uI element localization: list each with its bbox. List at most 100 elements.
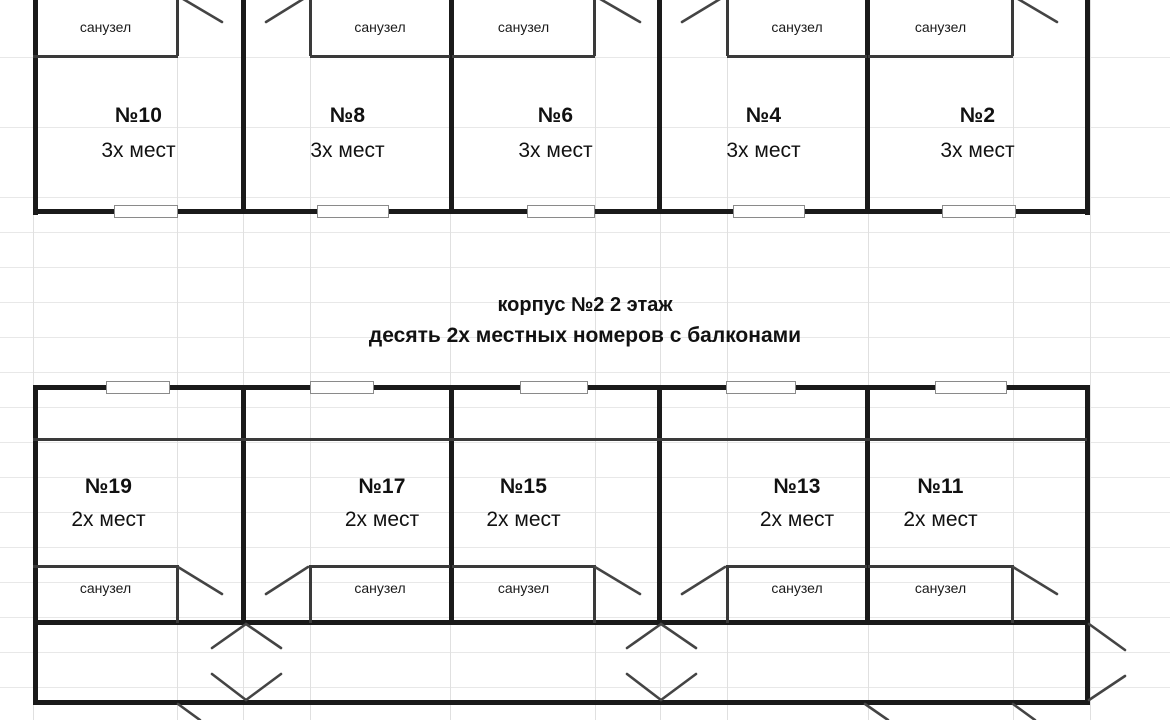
wc-partition-v-13 — [726, 565, 729, 623]
corridor-door-c1 — [1087, 622, 1127, 652]
lower-entry-1 — [176, 702, 202, 720]
grid-col-line-10 — [1090, 0, 1091, 720]
room-beds-13: 2х мест — [759, 508, 835, 531]
wall-right-outer-lower — [1085, 385, 1090, 625]
grid-row-line-15 — [0, 652, 1170, 653]
grid-col-line-2 — [243, 0, 244, 720]
room-beds-6: 3х мест — [518, 139, 593, 162]
wc-label-13: санузел — [771, 580, 823, 596]
wc-label-2: санузел — [914, 19, 967, 35]
grid-col-line-9 — [1013, 0, 1014, 720]
wall-left-outer-lower — [33, 385, 38, 625]
wall-divider-4 — [865, 0, 870, 212]
wc-label-15: санузел — [497, 580, 550, 596]
wall-divider-1 — [241, 0, 246, 212]
wall-divider-lower-2 — [449, 385, 454, 625]
grid-row-line-7 — [0, 372, 1170, 373]
wc-label-17: санузел — [354, 580, 406, 596]
door-swing-11 — [1011, 565, 1059, 596]
wall-divider-lower-3 — [657, 385, 662, 625]
wc-partition-h-11 — [868, 565, 1013, 568]
wc-partition-v-6 — [593, 0, 596, 56]
wc-partition-h-13 — [727, 565, 867, 568]
corridor-door-a2 — [244, 622, 283, 650]
grid-col-line-0 — [33, 0, 34, 720]
grid-col-line-7 — [727, 0, 728, 720]
grid-col-line-4 — [450, 0, 451, 720]
wall-right-outer — [1085, 0, 1090, 215]
room-number-15: №15 — [499, 475, 548, 498]
room-beds-17: 2х мест — [344, 508, 420, 531]
door-swing-4 — [680, 0, 721, 24]
wc-partition-v-4 — [726, 0, 729, 56]
wc-label-19: санузел — [79, 580, 132, 596]
wc-partition-v-10 — [176, 0, 179, 56]
wc-partition-h-8 — [310, 55, 450, 58]
wc-label-8: санузел — [354, 19, 406, 35]
door-swing-2 — [1017, 0, 1059, 24]
room-beds-2: 3х мест — [940, 139, 1015, 162]
grid-row-line-2 — [0, 197, 1170, 198]
room-number-6: №6 — [537, 104, 574, 127]
room-number-2: №2 — [959, 104, 996, 127]
grid-col-line-1 — [177, 0, 178, 720]
wc-partition-h-2 — [868, 55, 1013, 58]
window-11 — [935, 381, 1007, 394]
room-beds-4: 3х мест — [726, 139, 801, 162]
wc-label-6: санузел — [497, 19, 550, 35]
wc-partition-h-19 — [33, 565, 178, 568]
grid-row-line-12 — [0, 547, 1170, 548]
grid-row-line-5 — [0, 302, 1170, 303]
wall-corridor-right — [1085, 620, 1090, 705]
window-19 — [106, 381, 170, 394]
corridor-door-b1 — [625, 622, 663, 650]
room-number-17: №17 — [358, 475, 406, 498]
door-swing-10 — [182, 0, 224, 24]
room-beds-11: 2х мест — [903, 508, 978, 531]
balcony-partition — [33, 438, 1087, 441]
window-17 — [310, 381, 374, 394]
grid-row-line-16 — [0, 687, 1170, 688]
room-number-4: №4 — [745, 104, 782, 127]
wall-divider-lower-1 — [241, 385, 246, 625]
wc-partition-h-10 — [33, 55, 178, 58]
wc-partition-v-15 — [593, 565, 596, 623]
grid-row-line-9 — [0, 442, 1170, 443]
grid-col-line-6 — [660, 0, 661, 720]
grid-row-line-4 — [0, 267, 1170, 268]
room-number-10: №10 — [114, 104, 163, 127]
door-swing-13 — [680, 565, 727, 596]
wc-partition-h-4 — [727, 55, 867, 58]
wc-label-10: санузел — [79, 19, 132, 35]
grid-row-line-13 — [0, 582, 1170, 583]
window-13 — [726, 381, 796, 394]
window-2 — [942, 205, 1016, 218]
window-8 — [317, 205, 389, 218]
grid-row-line-11 — [0, 512, 1170, 513]
room-number-11: №11 — [917, 475, 964, 498]
wall-corridor-left — [33, 620, 38, 705]
grid-row-line-3 — [0, 232, 1170, 233]
window-4 — [733, 205, 805, 218]
room-beds-8: 3х мест — [310, 139, 385, 162]
corridor-door-d2 — [244, 672, 283, 702]
corridor-door-a1 — [210, 622, 248, 650]
grid-row-line-8 — [0, 407, 1170, 408]
grid-row-line-1 — [0, 127, 1170, 128]
door-swing-19 — [176, 565, 224, 596]
wall-divider-2 — [449, 0, 454, 212]
corridor-door-b2 — [659, 622, 698, 650]
corridor-door-d1 — [210, 672, 248, 702]
room-beds-15: 2х мест — [486, 508, 561, 531]
wc-partition-v-8 — [309, 0, 312, 56]
wall-divider-lower-4 — [865, 385, 870, 625]
corridor-door-f1 — [1087, 674, 1127, 702]
wc-partition-v-19 — [176, 565, 179, 623]
wc-partition-v-11 — [1011, 565, 1014, 623]
window-10 — [114, 205, 178, 218]
room-number-13: №13 — [773, 475, 821, 498]
corridor-door-e2 — [659, 672, 698, 702]
